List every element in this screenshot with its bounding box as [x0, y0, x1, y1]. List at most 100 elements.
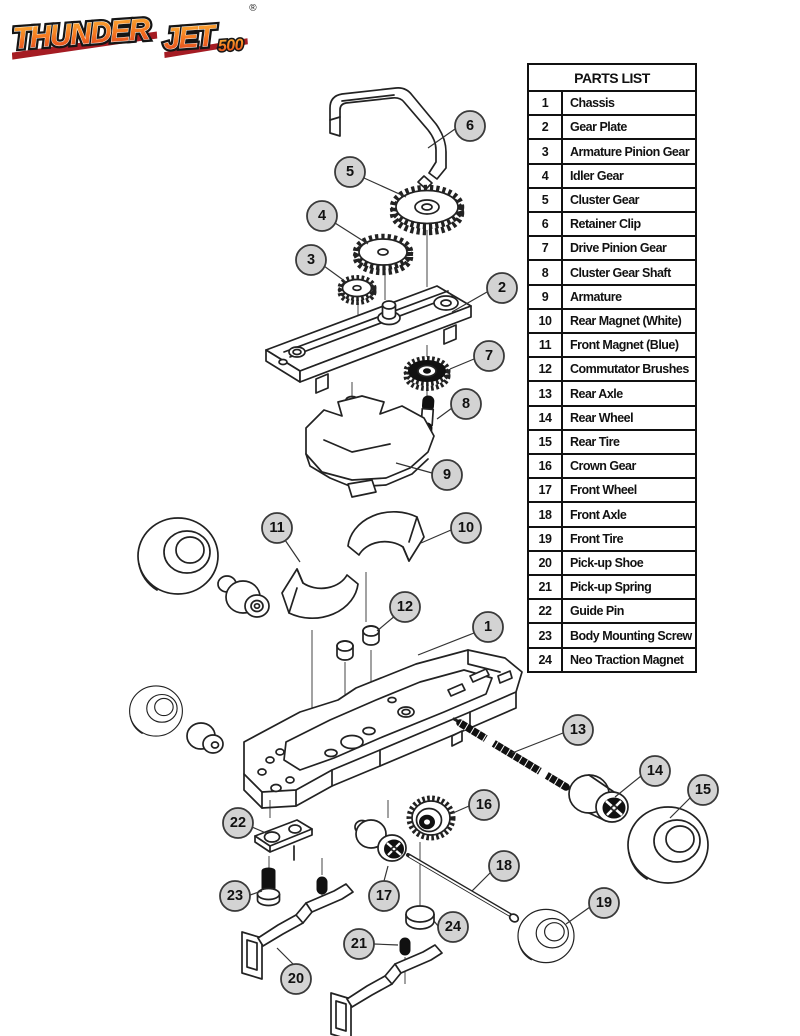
part-front-tire-left [129, 685, 183, 737]
parts-list-row: 1 Chassis [529, 90, 695, 115]
part-pick-up-spring-2 [316, 876, 328, 895]
parts-list-row: 22 Guide Pin [529, 598, 695, 623]
part-number: 22 [529, 600, 563, 623]
part-number: 10 [529, 309, 563, 333]
parts-list-row: 21 Pick-up Spring [529, 574, 695, 599]
part-name: Crown Gear [570, 459, 636, 474]
parts-list-row: 23 Body Mounting Screw [529, 622, 695, 647]
part-commutator-brushes [336, 625, 380, 661]
callout-cluster-gear-shaft: 8 [450, 388, 482, 420]
callout-front-axle: 18 [488, 850, 520, 882]
part-number: 7 [529, 237, 563, 260]
parts-list-title: PARTS LIST [574, 69, 650, 86]
part-number: 9 [529, 285, 563, 308]
parts-list-row: 8 Cluster Gear Shaft [529, 259, 695, 284]
part-name: Cluster Gear [570, 192, 640, 207]
parts-list-row: 19 Front Tire [529, 525, 695, 550]
part-name: Front Magnet (Blue) [570, 338, 679, 353]
part-number: 15 [529, 430, 563, 454]
parts-list-row: 24 Neo Traction Magnet [529, 646, 695, 671]
callout-retainer-clip: 6 [454, 110, 486, 142]
parts-list-row: 17 Front Wheel [529, 477, 695, 502]
svg-text:18: 18 [496, 858, 512, 874]
callout-front-wheel: 17 [368, 880, 400, 912]
callout-commutator-brushes: 12 [389, 591, 421, 623]
svg-text:5: 5 [346, 164, 354, 180]
svg-text:17: 17 [376, 888, 392, 904]
part-chassis [243, 649, 523, 809]
parts-list-row: 12 Commutator Brushes [529, 356, 695, 381]
callout-rear-magnet: 10 [450, 512, 482, 544]
part-name: Drive Pinion Gear [570, 241, 667, 256]
part-number: 23 [529, 624, 563, 647]
svg-text:9: 9 [443, 467, 451, 483]
brand-logo: THUNDER THUNDER JET JET 500 ® [9, 2, 278, 68]
svg-text:22: 22 [230, 815, 246, 831]
svg-text:13: 13 [570, 722, 586, 738]
part-number: 4 [529, 164, 563, 187]
parts-list-row: 14 Rear Wheel [529, 404, 695, 429]
part-name: Rear Tire [570, 434, 620, 449]
callout-front-tire: 19 [588, 887, 620, 919]
logo-underline-swoosh [11, 31, 158, 60]
part-name: Pick-up Shoe [570, 555, 644, 570]
brand-logo-art: THUNDER THUNDER JET JET 500 ® [9, 2, 258, 60]
svg-text:7: 7 [485, 348, 493, 364]
part-name: Armature Pinion Gear [570, 144, 690, 159]
parts-list-row: 5 Cluster Gear [529, 186, 695, 212]
parts-list-row: 15 Rear Tire [529, 428, 695, 454]
callout-rear-axle: 13 [562, 714, 594, 746]
part-number: 1 [529, 92, 563, 115]
part-armature-pinion-gear [337, 275, 377, 305]
part-front-wheel [354, 819, 407, 862]
part-front-magnet [281, 568, 359, 620]
part-name: Idler Gear [570, 168, 624, 183]
svg-text:4: 4 [318, 208, 326, 224]
callout-drive-pinion-gear: 7 [473, 340, 505, 372]
part-front-axle [406, 853, 520, 923]
parts-list-row: 11 Front Magnet (Blue) [529, 332, 695, 357]
svg-text:19: 19 [596, 895, 612, 911]
callout-idler-gear: 4 [306, 200, 338, 232]
svg-text:14: 14 [647, 763, 663, 779]
part-retainer-clip [329, 87, 447, 190]
parts-list-row: 10 Rear Magnet (White) [529, 307, 695, 333]
part-number: 17 [529, 479, 563, 502]
svg-text:10: 10 [458, 520, 474, 536]
callout-armature: 9 [431, 459, 463, 491]
part-number: 5 [529, 188, 563, 212]
part-guide-pin [254, 819, 313, 861]
callout-guide-pin: 22 [222, 807, 254, 839]
part-number: 21 [529, 576, 563, 599]
part-name: Rear Magnet (White) [570, 313, 682, 328]
callout-rear-wheel: 14 [639, 755, 671, 787]
part-crown-gear [406, 795, 456, 841]
part-pick-up-shoe-2 [330, 944, 443, 1036]
parts-list-row: 20 Pick-up Shoe [529, 549, 695, 575]
part-name: Neo Traction Magnet [570, 652, 684, 667]
part-rear-axle [452, 717, 570, 791]
callout-pick-up-spring: 21 [343, 928, 375, 960]
part-name: Retainer Clip [570, 217, 641, 232]
callout-neo-traction-magnet: 24 [437, 911, 469, 943]
part-number: 18 [529, 503, 563, 526]
part-name: Commutator Brushes [570, 362, 689, 377]
logo-500: 500 [217, 37, 244, 56]
part-name: Chassis [570, 96, 615, 111]
part-name: Body Mounting Screw [570, 628, 692, 643]
callout-armature-pinion-gear: 3 [295, 244, 327, 276]
part-number: 8 [529, 261, 563, 284]
part-gear-plate [265, 285, 472, 394]
part-rear-wheel-left [217, 575, 270, 618]
svg-text:1: 1 [484, 619, 492, 635]
svg-text:3: 3 [307, 252, 315, 268]
part-number: 16 [529, 455, 563, 478]
registered-trademark-symbol: ® [249, 4, 258, 14]
part-number: 12 [529, 358, 563, 381]
callout-leader-lines [249, 128, 691, 965]
parts-list-row: 9 Armature [529, 283, 695, 308]
part-name: Rear Axle [570, 386, 623, 401]
part-armature [305, 395, 435, 498]
svg-text:24: 24 [445, 919, 461, 935]
svg-text:11: 11 [269, 520, 284, 536]
